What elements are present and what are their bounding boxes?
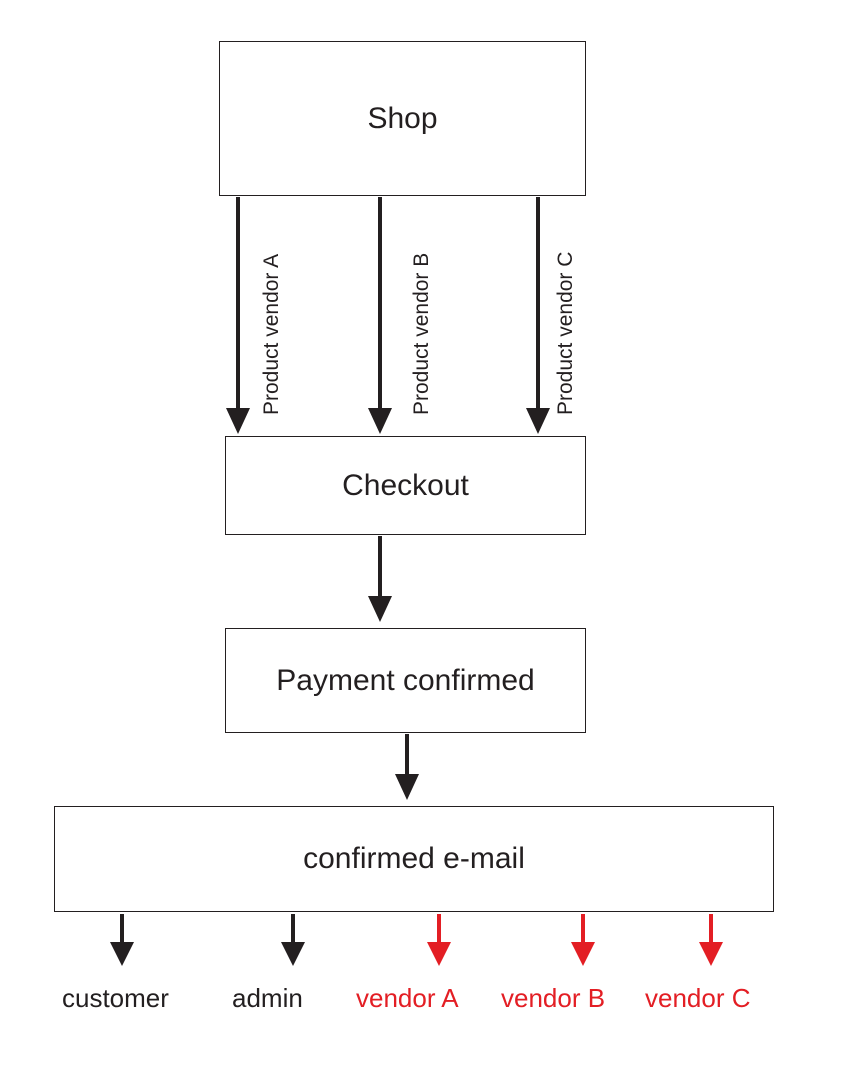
recipient-customer: customer [62, 983, 169, 1013]
arrow-vendor-c [526, 197, 550, 434]
payment-confirmed-box: Payment confirmed [225, 628, 586, 733]
recipient-admin: admin [232, 983, 303, 1013]
checkout-box: Checkout [225, 436, 586, 535]
arrow-to-vendor-c [699, 914, 723, 966]
arrow-checkout-to-payment [368, 536, 392, 622]
edge-label-vendor-a: Product vendor A [260, 253, 283, 415]
arrow-vendor-a [226, 197, 250, 434]
recipient-vendor-a: vendor A [356, 983, 459, 1013]
arrow-payment-to-email [395, 734, 419, 800]
checkout-label: Checkout [342, 468, 469, 502]
arrow-to-customer [110, 914, 134, 966]
recipient-vendor-b: vendor B [501, 983, 606, 1013]
shop-box: Shop [219, 41, 586, 196]
edge-label-vendor-c: Product vendor C [554, 251, 577, 415]
arrow-to-vendor-b [571, 914, 595, 966]
recipient-vendor-c: vendor C [645, 983, 751, 1013]
shop-label: Shop [367, 101, 438, 135]
confirmed-email-label: confirmed e-mail [303, 842, 525, 875]
payment-confirmed-label: Payment confirmed [276, 663, 535, 697]
arrow-to-admin [281, 914, 305, 966]
arrow-vendor-b [368, 197, 392, 434]
confirmed-email-box: confirmed e-mail [54, 806, 774, 912]
edge-label-vendor-b: Product vendor B [410, 252, 433, 415]
arrow-to-vendor-a [427, 914, 451, 966]
